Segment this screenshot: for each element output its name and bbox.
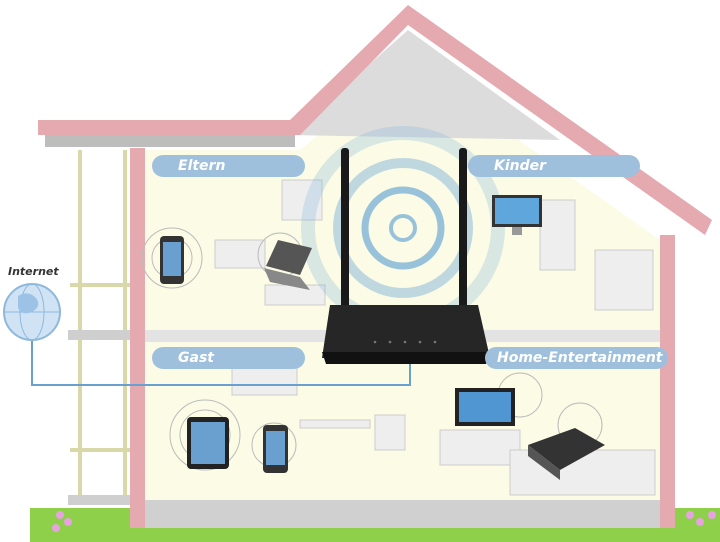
game-console-icon bbox=[528, 428, 605, 480]
right-wall bbox=[660, 235, 675, 528]
left-wall bbox=[130, 148, 145, 528]
tv-icon bbox=[455, 388, 515, 426]
tablet-icon bbox=[187, 417, 229, 469]
balcony bbox=[70, 150, 130, 505]
foundation bbox=[145, 500, 660, 528]
monitor-icon bbox=[492, 195, 542, 235]
flowers bbox=[52, 511, 716, 532]
roof-eave bbox=[45, 135, 295, 147]
smartphone-icon bbox=[263, 425, 288, 473]
globe-icon bbox=[3, 283, 61, 341]
furniture bbox=[214, 179, 656, 496]
internet-cable bbox=[31, 340, 411, 386]
room-label-eltern: Eltern bbox=[152, 155, 305, 177]
room-label-gast: Gast bbox=[152, 347, 305, 369]
router-icon bbox=[322, 148, 490, 364]
internet-label: Internet bbox=[8, 265, 59, 278]
smartphone-screen bbox=[163, 242, 181, 276]
attic bbox=[290, 30, 560, 140]
balcony-floor bbox=[68, 495, 130, 505]
room-label-kinder: Kinder bbox=[468, 155, 640, 177]
balcony-floor bbox=[68, 330, 130, 340]
roof bbox=[38, 5, 712, 235]
laptop-icon bbox=[264, 240, 312, 290]
room-label-home-entertainment: Home-Entertainment bbox=[485, 347, 668, 369]
